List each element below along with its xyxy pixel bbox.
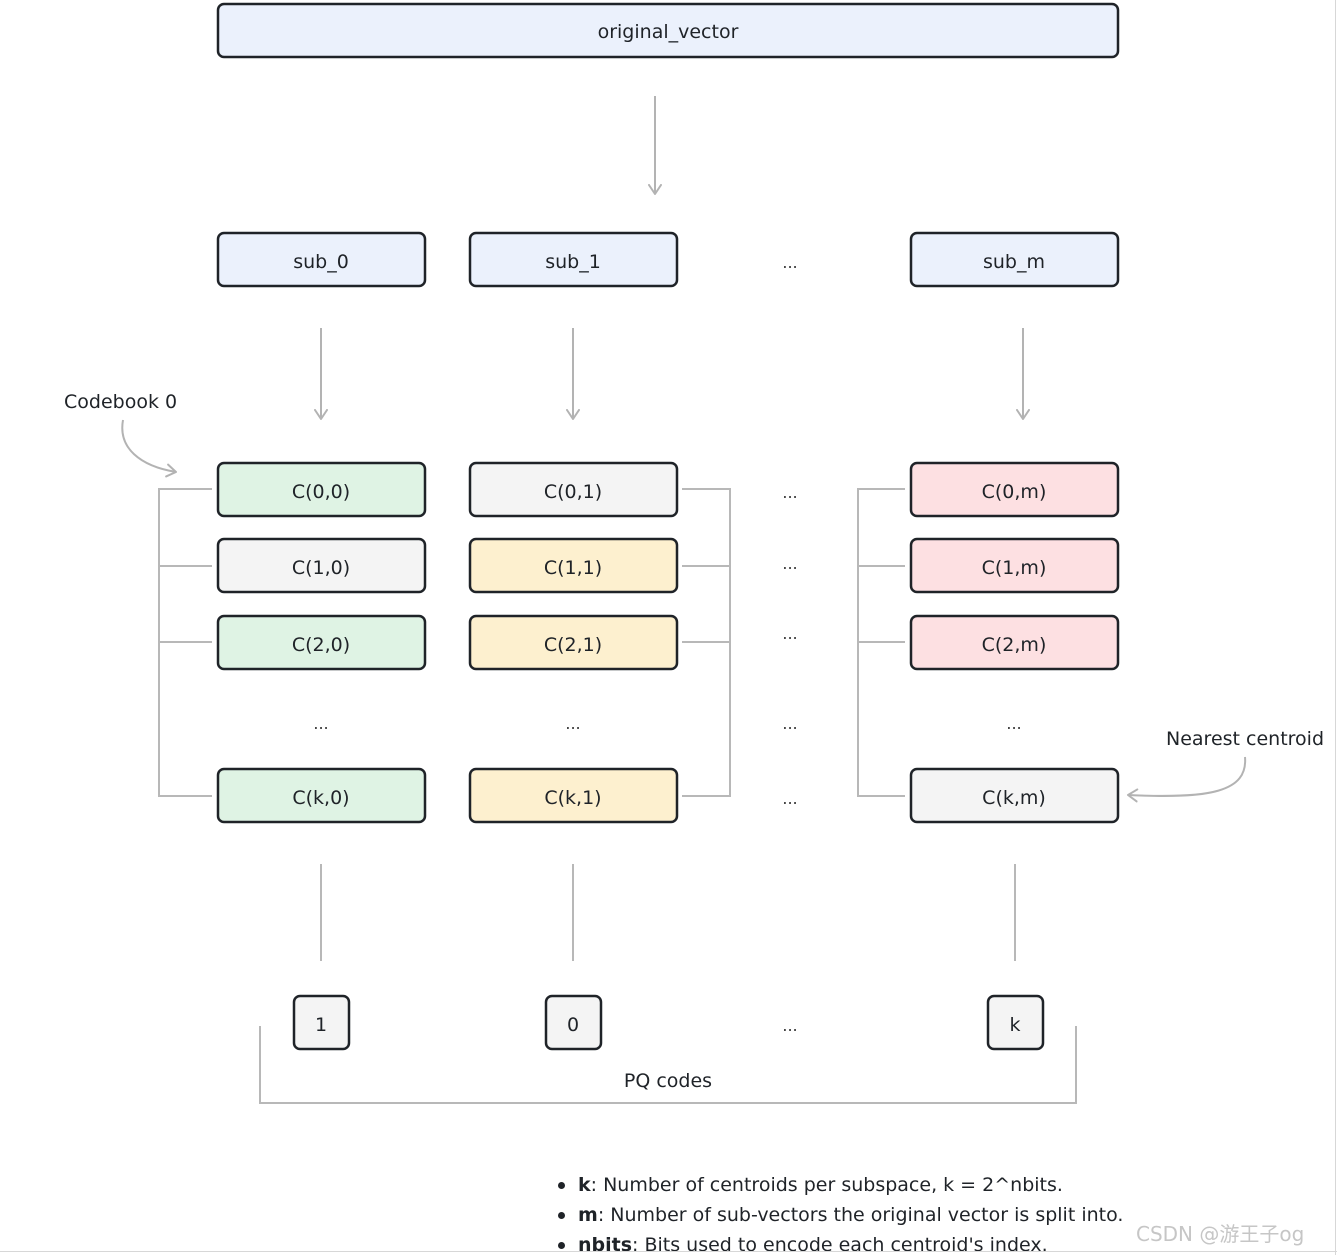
centroid-label: C(k,0) [292,787,349,809]
codebook-m-bracket [857,488,905,797]
codebook-column-0: C(0,0) C(1,0) C(2,0) ... C(k,0) [216,461,427,824]
legend-term: nbits [578,1234,633,1256]
centroid-box [216,767,427,824]
subvector-label: sub_1 [545,251,601,273]
original-vector-box: original_vector [216,2,1120,59]
centroid-box [909,461,1120,518]
centroid-box [909,537,1120,594]
nearest-centroid-label: Nearest centroid [1166,728,1324,750]
legend-text: : Number of sub-vectors the original vec… [597,1204,1124,1226]
pq-code-value: 1 [315,1014,327,1036]
centroid-box [468,614,679,671]
legend-text: : Number of centroids per subspace, k = … [590,1174,1063,1196]
codebook-column-1: C(0,1) C(1,1) C(2,1) ... C(k,1) [468,461,679,824]
legend-item-nbits: nbits: Bits used to encode each centroid… [556,1230,1156,1260]
centroid-label: C(0,0) [292,481,350,503]
legend-term: m [578,1204,598,1226]
pq-codes-bracket [259,1026,1077,1104]
ellipsis: ... [782,483,797,502]
centroid-box [468,767,679,824]
centroid-label: C(0,m) [982,481,1047,503]
centroid-label: C(2,0) [292,634,350,656]
centroid-box [468,537,679,594]
centroid-label: C(2,m) [982,634,1047,656]
legend-item-m: m: Number of sub-vectors the original ve… [556,1200,1156,1230]
centroid-label: C(1,1) [544,557,602,579]
subvector-sub-0: sub_0 [216,231,427,288]
codebook-0-label: Codebook 0 [64,391,177,413]
codebook-column-m: C(0,m) C(1,m) C(2,m) ... C(k,m) [909,461,1120,824]
pq-code-ellipsis: ... [782,1016,797,1035]
pq-code-1: 0 [544,994,603,1051]
frame-bottom-divider [0,1251,1337,1252]
codebook-0-bracket [158,488,212,797]
pq-code-m: k [986,994,1045,1051]
legend-term: k [578,1174,591,1196]
centroid-box [216,537,427,594]
pq-code-0: 1 [292,994,351,1051]
centroid-box [468,461,679,518]
ellipsis: ... [782,554,797,573]
centroid-box [216,614,427,671]
subvector-sub-1: sub_1 [468,231,679,288]
subvector-sub-m: sub_m [909,231,1120,288]
legend-list: k: Number of centroids per subspace, k =… [556,1170,1156,1260]
centroid-ellipsis: ... [1006,714,1021,733]
codebook-1-bracket [682,488,731,797]
centroid-label: C(k,1) [544,787,601,809]
centroid-box [909,767,1120,824]
centroid-box [216,461,427,518]
subvector-ellipsis: ... [782,253,797,272]
centroid-label: C(1,m) [982,557,1047,579]
legend-text: : Bits used to encode each centroid's in… [632,1234,1048,1256]
centroid-ellipsis: ... [565,714,580,733]
pq-code-value: 0 [567,1014,579,1036]
pq-code-value: k [1009,1014,1020,1036]
pq-codes-label: PQ codes [624,1070,712,1092]
ellipsis: ... [782,714,797,733]
centroid-label: C(2,1) [544,634,602,656]
centroid-label: C(k,m) [982,787,1046,809]
subvector-label: sub_m [983,251,1045,273]
centroid-ellipsis: ... [313,714,328,733]
nearest-centroid-pointer-arrow [1127,756,1247,803]
legend-item-k: k: Number of centroids per subspace, k =… [556,1170,1156,1200]
centroid-label: C(1,0) [292,557,350,579]
middle-ellipsis-column: ... ... ... ... ... [782,483,797,808]
codebook-0-pointer-arrow [121,419,177,478]
ellipsis: ... [782,789,797,808]
original-vector-label: original_vector [598,21,739,43]
subvector-label: sub_0 [293,251,349,273]
ellipsis: ... [782,624,797,643]
centroid-label: C(0,1) [544,481,602,503]
frame-right-divider [1335,0,1336,1255]
centroid-box [909,614,1120,671]
watermark: CSDN @游王子og [1136,1222,1305,1246]
